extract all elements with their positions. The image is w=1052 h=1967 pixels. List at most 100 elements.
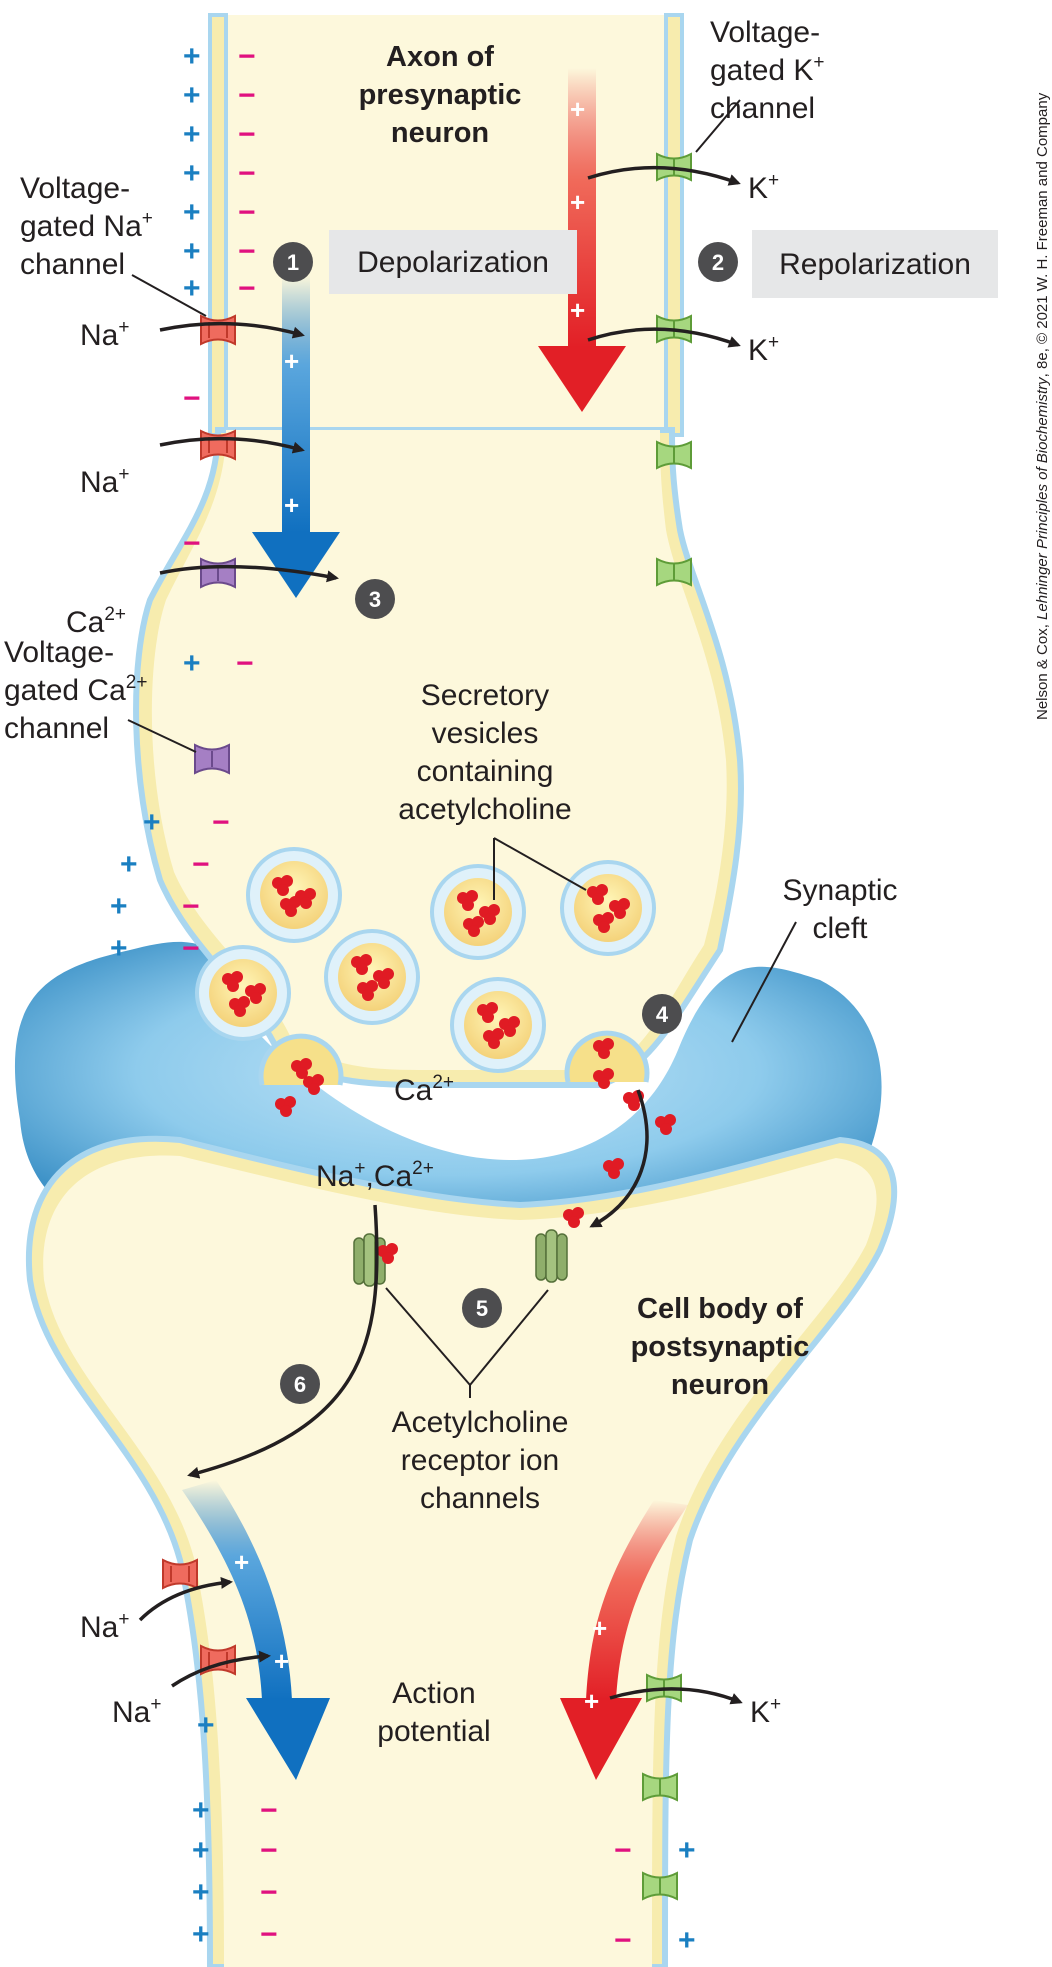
svg-text:+: + (110, 932, 128, 965)
vg-ca-channel-label: Voltage- gated Ca2+ channel (4, 636, 147, 745)
credit-line: Nelson & Cox, Lehninger Principles of Bi… (1034, 92, 1051, 720)
svg-text:+: + (183, 79, 201, 112)
step-5: 5 (476, 1296, 488, 1321)
svg-text:+: + (284, 346, 299, 376)
vesicle (195, 945, 291, 1041)
svg-text:−: − (260, 1876, 278, 1909)
membrane-charges: + + + + + + + + + + + + + + + + + + + − … (110, 40, 696, 1957)
svg-text:+: + (570, 187, 585, 217)
svg-text:−: − (183, 527, 201, 560)
svg-text:Axon of: Axon of (386, 41, 494, 73)
svg-text:Na+: Na+ (80, 464, 129, 499)
svg-text:acetylcholine: acetylcholine (398, 793, 571, 826)
postsynaptic-title: Cell body of postsynaptic neuron (631, 1293, 810, 1401)
svg-text:+: + (183, 272, 201, 305)
svg-text:+: + (183, 157, 201, 190)
vesicle (324, 929, 420, 1025)
depolarization-box (329, 230, 577, 294)
vesicle (246, 847, 342, 943)
vesicle (450, 977, 546, 1073)
svg-text:channels: channels (420, 1482, 540, 1515)
svg-text:+: + (192, 1918, 210, 1951)
svg-text:K+: K+ (748, 332, 779, 367)
svg-text:presynaptic: presynaptic (359, 79, 522, 111)
svg-text:−: − (192, 848, 210, 881)
vesicle (560, 860, 656, 956)
depolarization-arrow (252, 275, 340, 598)
svg-text:Voltage-: Voltage- (4, 636, 114, 669)
svg-text:+: + (197, 1709, 215, 1742)
svg-text:−: − (238, 79, 256, 112)
step-6: 6 (294, 1372, 306, 1397)
svg-text:−: − (238, 235, 256, 268)
svg-text:Cell body of: Cell body of (637, 1293, 803, 1325)
repolarization-label: Repolarization (779, 248, 971, 281)
repolarization-box (752, 230, 998, 298)
svg-text:neuron: neuron (391, 117, 489, 149)
svg-text:Action: Action (392, 1677, 475, 1710)
svg-text:receptor ion: receptor ion (401, 1444, 559, 1477)
svg-text:K+: K+ (748, 170, 779, 205)
svg-text:+: + (284, 490, 299, 520)
svg-text:neuron: neuron (671, 1369, 769, 1401)
svg-text:+: + (183, 40, 201, 73)
svg-text:Synaptic: Synaptic (782, 874, 897, 907)
svg-text:−: − (260, 1834, 278, 1867)
svg-text:+: + (192, 1834, 210, 1867)
receptor-label: Acetylcholine receptor ion channels (392, 1406, 569, 1515)
svg-text:+: + (234, 1547, 249, 1577)
synaptic-cleft-label: Synaptic cleft (782, 874, 897, 945)
svg-text:gated Na+: gated Na+ (20, 208, 153, 243)
svg-text:gated Ca2+: gated Ca2+ (4, 672, 147, 707)
svg-text:+: + (183, 647, 201, 680)
action-potential-red-arrow (560, 1500, 688, 1780)
svg-text:−: − (182, 932, 200, 965)
svg-text:gated K+: gated K+ (710, 52, 825, 87)
svg-text:+: + (183, 118, 201, 151)
svg-text:+: + (274, 1646, 289, 1676)
svg-text:+: + (192, 1876, 210, 1909)
svg-text:−: − (238, 118, 256, 151)
presynaptic-axon (208, 13, 684, 437)
svg-text:Ca2+: Ca2+ (394, 1072, 454, 1107)
svg-text:−: − (238, 157, 256, 190)
svg-text:postsynaptic: postsynaptic (631, 1331, 810, 1363)
leader-lines (127, 99, 797, 1398)
step-badges: 1 2 3 4 5 6 (273, 242, 738, 1404)
svg-text:+: + (183, 196, 201, 229)
svg-text:−: − (614, 1834, 632, 1867)
step-4: 4 (656, 1002, 669, 1027)
vesicles-label: Secretory vesicles containing acetylchol… (398, 679, 571, 826)
svg-text:+: + (678, 1924, 696, 1957)
svg-text:−: − (238, 196, 256, 229)
vg-k-channel-label: Voltage- gated K+ channel (710, 16, 825, 125)
svg-text:Acetylcholine: Acetylcholine (392, 1406, 569, 1439)
svg-text:+: + (183, 235, 201, 268)
depolarization-label: Depolarization (357, 246, 549, 279)
repolarization-arrow (538, 68, 626, 412)
svg-text:+: + (570, 94, 585, 124)
svg-text:Na+: Na+ (112, 1694, 161, 1729)
svg-text:channel: channel (4, 712, 109, 745)
step-3: 3 (369, 587, 381, 612)
ion-labels: Na+ Na+ Ca2+ K+ K+ Ca2+ Na+,Ca2+ Na+ Na+… (66, 170, 781, 1729)
svg-text:+: + (570, 295, 585, 325)
svg-text:Ca2+: Ca2+ (66, 604, 126, 639)
step-2: 2 (712, 250, 724, 275)
svg-text:−: − (260, 1918, 278, 1951)
action-potential-blue-arrow (182, 1480, 330, 1780)
svg-text:+: + (120, 848, 138, 881)
svg-text:−: − (238, 272, 256, 305)
flow-arrows (138, 165, 743, 1705)
svg-text:cleft: cleft (812, 912, 868, 945)
axon-title: Axon of presynaptic neuron (359, 41, 522, 149)
step-1: 1 (287, 250, 299, 275)
svg-text:−: − (260, 1794, 278, 1827)
svg-text:containing: containing (417, 755, 554, 788)
svg-text:Voltage-: Voltage- (710, 16, 820, 49)
svg-text:vesicles: vesicles (432, 717, 539, 750)
vg-na-channel-label: Voltage- gated Na+ channel (20, 172, 153, 281)
svg-text:+: + (592, 1613, 607, 1643)
svg-text:Na+,Ca2+: Na+,Ca2+ (316, 1158, 434, 1193)
